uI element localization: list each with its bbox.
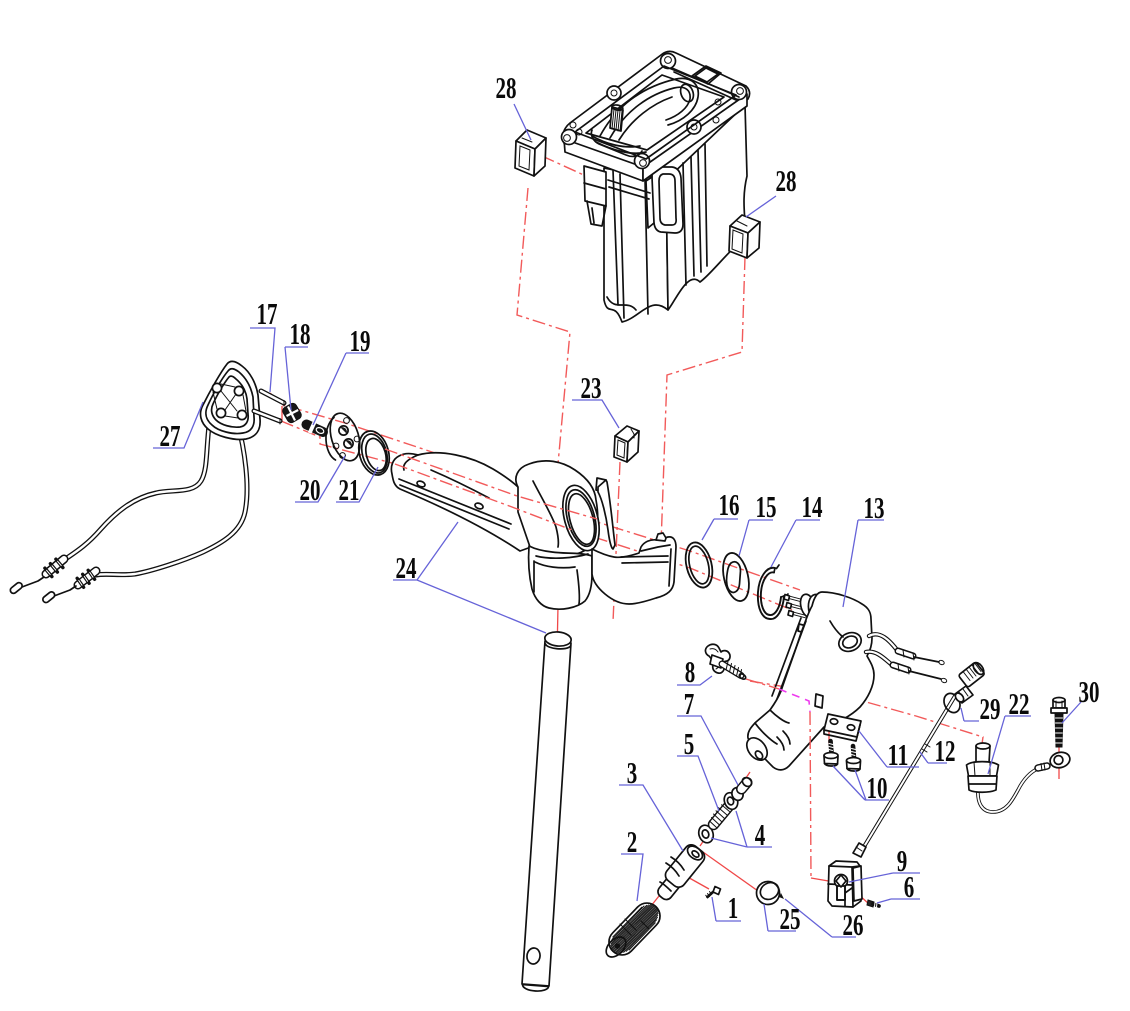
svg-text:21: 21 xyxy=(339,472,360,507)
svg-text:18: 18 xyxy=(290,316,311,351)
svg-text:28: 28 xyxy=(496,70,517,105)
svg-text:25: 25 xyxy=(780,901,801,936)
svg-text:13: 13 xyxy=(864,490,885,525)
svg-text:7: 7 xyxy=(684,686,695,721)
svg-text:27: 27 xyxy=(160,418,181,453)
svg-text:14: 14 xyxy=(802,489,823,524)
svg-text:2: 2 xyxy=(627,824,638,859)
svg-text:15: 15 xyxy=(756,489,777,524)
svg-text:10: 10 xyxy=(867,770,888,805)
svg-text:6: 6 xyxy=(904,869,915,904)
svg-text:30: 30 xyxy=(1079,674,1100,709)
svg-text:22: 22 xyxy=(1009,686,1030,721)
svg-text:16: 16 xyxy=(719,487,740,522)
svg-text:19: 19 xyxy=(350,323,371,358)
svg-text:1: 1 xyxy=(728,890,739,925)
svg-text:23: 23 xyxy=(581,370,602,405)
svg-text:8: 8 xyxy=(685,654,696,689)
svg-text:29: 29 xyxy=(980,691,1001,726)
svg-text:4: 4 xyxy=(755,817,766,852)
svg-text:12: 12 xyxy=(935,733,956,768)
svg-text:3: 3 xyxy=(627,755,638,790)
svg-text:9: 9 xyxy=(897,843,908,878)
svg-text:17: 17 xyxy=(257,296,278,331)
svg-text:20: 20 xyxy=(300,472,321,507)
svg-text:26: 26 xyxy=(843,907,864,942)
svg-text:5: 5 xyxy=(684,726,695,761)
svg-text:24: 24 xyxy=(396,550,417,585)
svg-text:28: 28 xyxy=(776,163,797,198)
svg-text:11: 11 xyxy=(888,737,909,772)
